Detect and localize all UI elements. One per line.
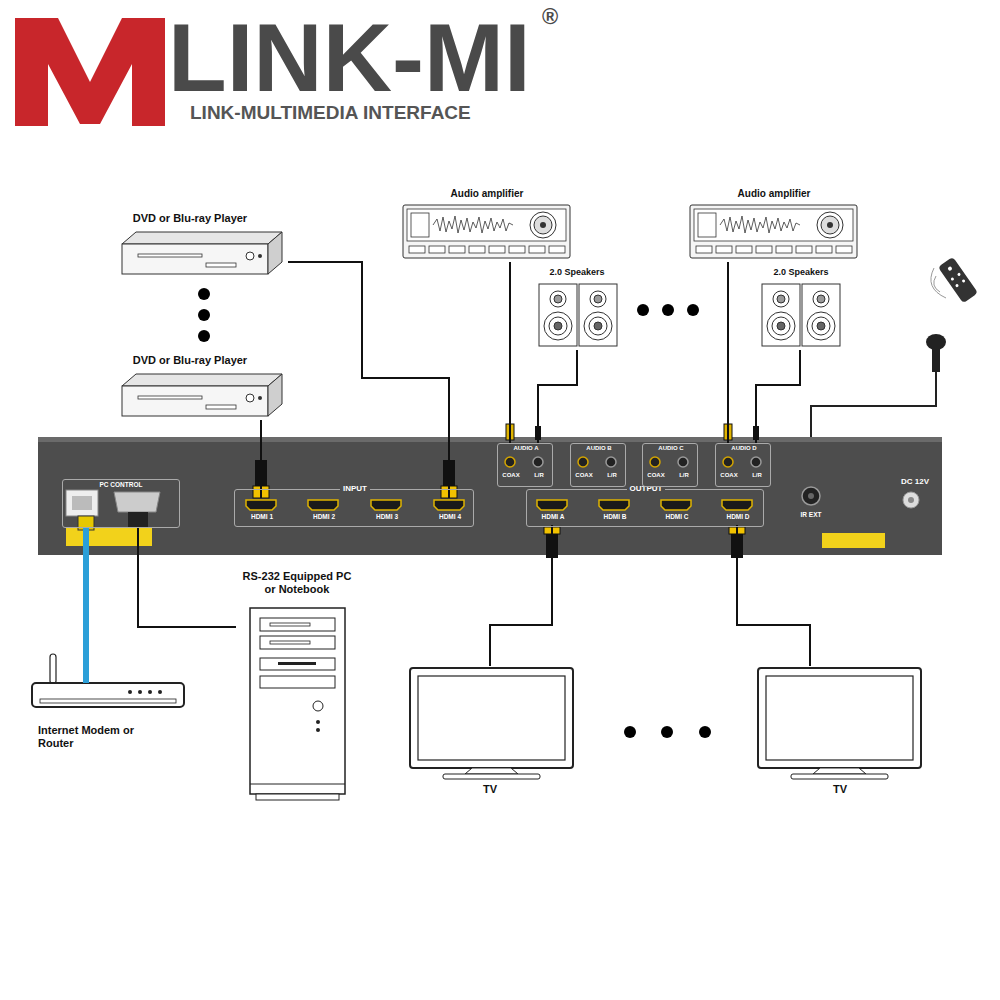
node-label: AUDIO A	[513, 445, 538, 452]
hdmi-output-port: HDMI B	[591, 498, 639, 525]
node-label: COAX	[647, 472, 664, 479]
registered-mark: ®	[542, 6, 558, 28]
ir-ext-port: IR EXT	[790, 482, 832, 528]
audio-port-group: AUDIO C COAX L/R	[642, 443, 698, 487]
cable	[288, 262, 449, 498]
audio-port-group: AUDIO A COAX L/R	[497, 443, 553, 487]
node-label: PC CONTROL	[100, 481, 143, 489]
tv: TV	[756, 666, 924, 800]
node-label: DC 12V	[901, 477, 929, 487]
cable	[538, 350, 577, 443]
node-label: Audio amplifier	[451, 188, 524, 200]
input-group: INPUTHDMI 1HDMI 2HDMI 3HDMI 4	[234, 489, 474, 527]
node-label: L/R	[679, 472, 689, 479]
node-label: HDMI 3	[376, 513, 398, 521]
cable	[490, 525, 552, 666]
router: Internet Modem or Router	[30, 650, 186, 752]
tv: TV	[408, 666, 575, 800]
node-label: DVD or Blu-ray Player	[133, 212, 247, 225]
hdmi-input-port: HDMI 2	[300, 498, 348, 525]
cable	[138, 528, 236, 627]
pc-control-group: PC CONTROL	[62, 479, 180, 528]
node-label: Internet Modem or Router	[38, 724, 138, 750]
pc: RS-232 Equipped PC or Notebook	[236, 568, 355, 804]
node-label: COAX	[720, 472, 737, 479]
cable	[756, 350, 800, 443]
node-label: TV	[833, 783, 847, 796]
hdmi-output-port: HDMI A	[529, 498, 577, 525]
node-label: AUDIO D	[731, 445, 756, 452]
dvd-player: DVD or Blu-ray Player	[118, 210, 288, 278]
node-label: 2.0 Speakers	[773, 267, 828, 278]
node-label: HDMI 4	[439, 513, 461, 521]
node-label: IR EXT	[801, 511, 822, 519]
hdmi-input-port: HDMI 1	[238, 498, 286, 525]
audio-amplifier: Audio amplifier	[687, 186, 861, 262]
node-label: L/R	[607, 472, 617, 479]
cable	[509, 262, 511, 443]
audio-port-group: AUDIO B COAX L/R	[570, 443, 626, 487]
node-label: HDMI B	[603, 513, 626, 521]
matrix-panel: DC 12V PC CONTROL INPUT HDMI 1 HDMI 2 HDMI 3 H…	[38, 437, 942, 555]
node-label: COAX	[502, 472, 519, 479]
audio-port-group: AUDIO D COAX L/R	[715, 443, 771, 487]
node-label: Audio amplifier	[738, 188, 811, 200]
node-label: L/R	[534, 472, 544, 479]
hdmi-input-port: HDMI 4	[426, 498, 474, 525]
node-label: COAX	[575, 472, 592, 479]
hdmi-input-port: HDMI 3	[363, 498, 411, 525]
node-label: HDMI D	[726, 513, 749, 521]
cable	[260, 420, 262, 498]
output-group: OUTPUTHDMI AHDMI BHDMI CHDMI D	[526, 489, 764, 527]
speakers: 2.0 Speakers	[756, 265, 846, 350]
node-label: TV	[483, 783, 497, 796]
node-label: AUDIO B	[586, 445, 611, 452]
node-label: RS-232 Equipped PC or Notebook	[241, 570, 353, 596]
hdmi-output-port: HDMI D	[714, 498, 762, 525]
node-label: OUTPUT	[627, 484, 666, 494]
dvd-player: DVD or Blu-ray Player	[118, 352, 288, 420]
cable	[737, 525, 810, 666]
node-label: HDMI A	[542, 513, 565, 521]
hdmi-output-port: HDMI C	[653, 498, 701, 525]
brand-name: LINK-MI	[168, 10, 531, 106]
audio-amplifier: Audio amplifier	[400, 186, 574, 262]
node-label: AUDIO C	[658, 445, 683, 452]
speakers: 2.0 Speakers	[533, 265, 621, 350]
node-label: 2.0 Speakers	[549, 267, 604, 278]
node-label: HDMI 1	[251, 513, 273, 521]
node-label: INPUT	[340, 484, 370, 494]
node-label: L/R	[752, 472, 762, 479]
node-label: HDMI C	[665, 513, 688, 521]
cable	[83, 528, 89, 650]
node-label: HDMI 2	[313, 513, 335, 521]
brand-tagline: LINK-MULTIMEDIA INTERFACE	[190, 103, 471, 122]
node-label: DVD or Blu-ray Player	[133, 354, 247, 367]
cable	[727, 262, 729, 443]
